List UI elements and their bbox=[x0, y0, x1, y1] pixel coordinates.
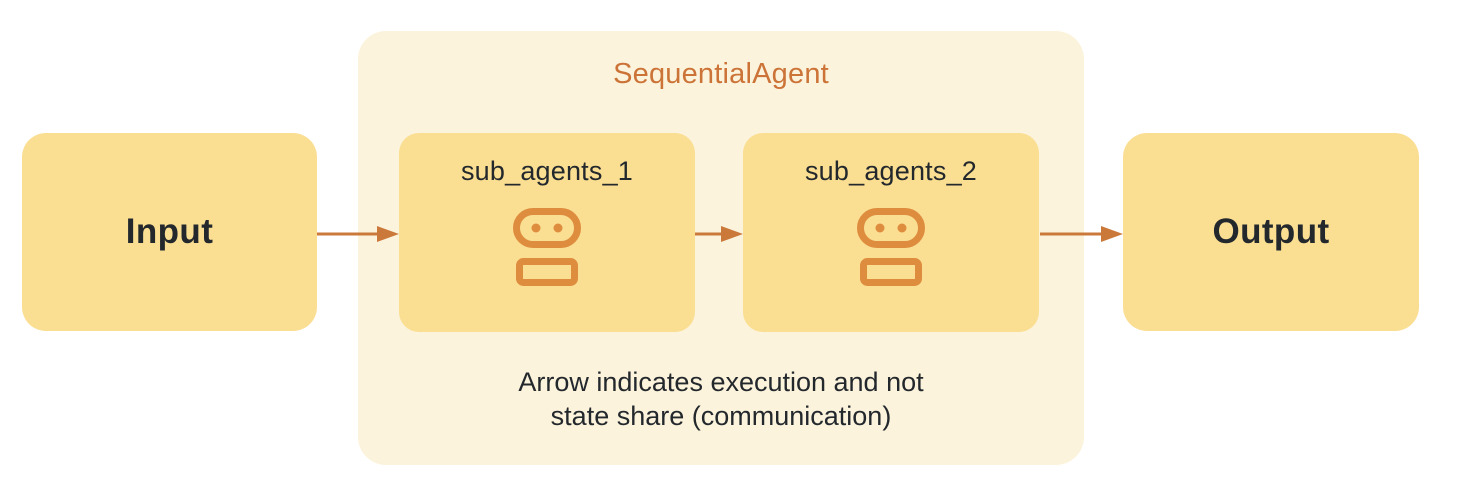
sequential-agent-title: SequentialAgent bbox=[613, 58, 829, 90]
execution-note-line2: state share (communication) bbox=[550, 401, 892, 431]
output-node: Output bbox=[1123, 133, 1419, 331]
output-node-label: Output bbox=[1212, 212, 1330, 251]
sub-agent-1-label: sub_agents_1 bbox=[460, 156, 634, 186]
sub-agent-1-node: sub_agents_1 bbox=[399, 133, 695, 332]
sequential-agent-container: SequentialAgent sub_agents_1 sub_agents_… bbox=[358, 31, 1084, 465]
sub-agent-2-node: sub_agents_2 bbox=[743, 133, 1039, 332]
execution-note: Arrow indicates execution and not state … bbox=[358, 365, 1084, 433]
robot-icon bbox=[857, 208, 925, 286]
input-node-label: Input bbox=[125, 212, 214, 251]
robot-icon bbox=[513, 208, 581, 286]
input-node: Input bbox=[22, 133, 317, 331]
sub-agent-2-label: sub_agents_2 bbox=[804, 156, 978, 186]
execution-note-line1: Arrow indicates execution and not bbox=[518, 367, 924, 397]
